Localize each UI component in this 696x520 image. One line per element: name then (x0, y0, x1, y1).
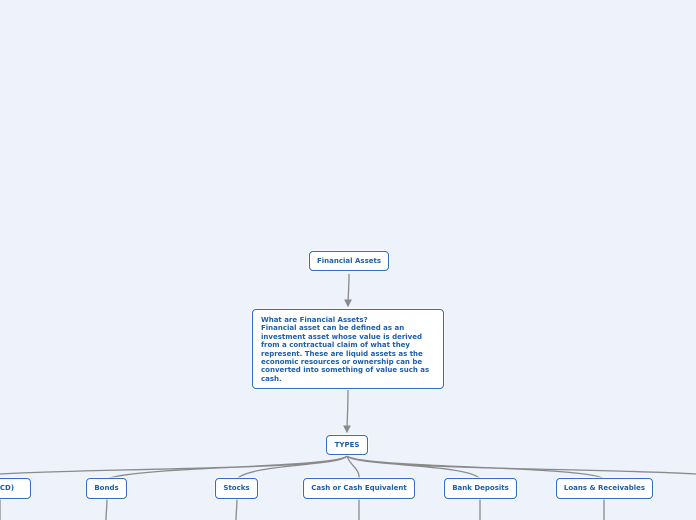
connector-stocks-down (235, 497, 238, 520)
root-node-label: Financial Assets (317, 256, 381, 265)
type-node-bank-deposits[interactable]: Bank Deposits (444, 478, 517, 499)
connector-types-to-offscreen-right (346, 455, 696, 475)
definition-question: What are Financial Assets? (261, 316, 368, 324)
type-node-label: Bank Deposits (452, 484, 509, 493)
definition-node[interactable]: What are Financial Assets? Financial ass… (252, 309, 444, 389)
connector-types-to-stocks (236, 455, 348, 480)
type-node-bonds[interactable]: Bonds (86, 478, 127, 499)
type-node-label: Loans & Receivables (563, 484, 646, 493)
connector-definition-to-types (343, 389, 351, 434)
type-node-label: t (CD) (0, 484, 15, 493)
connector-types-to-cash (346, 455, 360, 480)
connector-types-to-bonds (106, 455, 348, 480)
definition-text: Financial asset can be defined as an inv… (261, 324, 430, 383)
connector-root-to-definition (344, 273, 352, 308)
type-node-label: Cash or Cash Equivalent (311, 484, 407, 493)
connector-bonds-down (105, 497, 108, 520)
types-node[interactable]: TYPES (326, 435, 368, 455)
type-node-certificate-of-deposit[interactable]: t (CD) (0, 478, 31, 499)
type-node-label: Bonds (94, 484, 119, 493)
types-node-label: TYPES (334, 440, 360, 449)
root-node-financial-assets[interactable]: Financial Assets (309, 251, 389, 271)
type-node-label: Stocks (223, 484, 250, 493)
type-node-cash-or-cash-equivalent[interactable]: Cash or Cash Equivalent (303, 478, 415, 499)
type-node-loans-and-receivables[interactable]: Loans & Receivables (556, 478, 653, 499)
type-node-stocks[interactable]: Stocks (215, 478, 258, 499)
